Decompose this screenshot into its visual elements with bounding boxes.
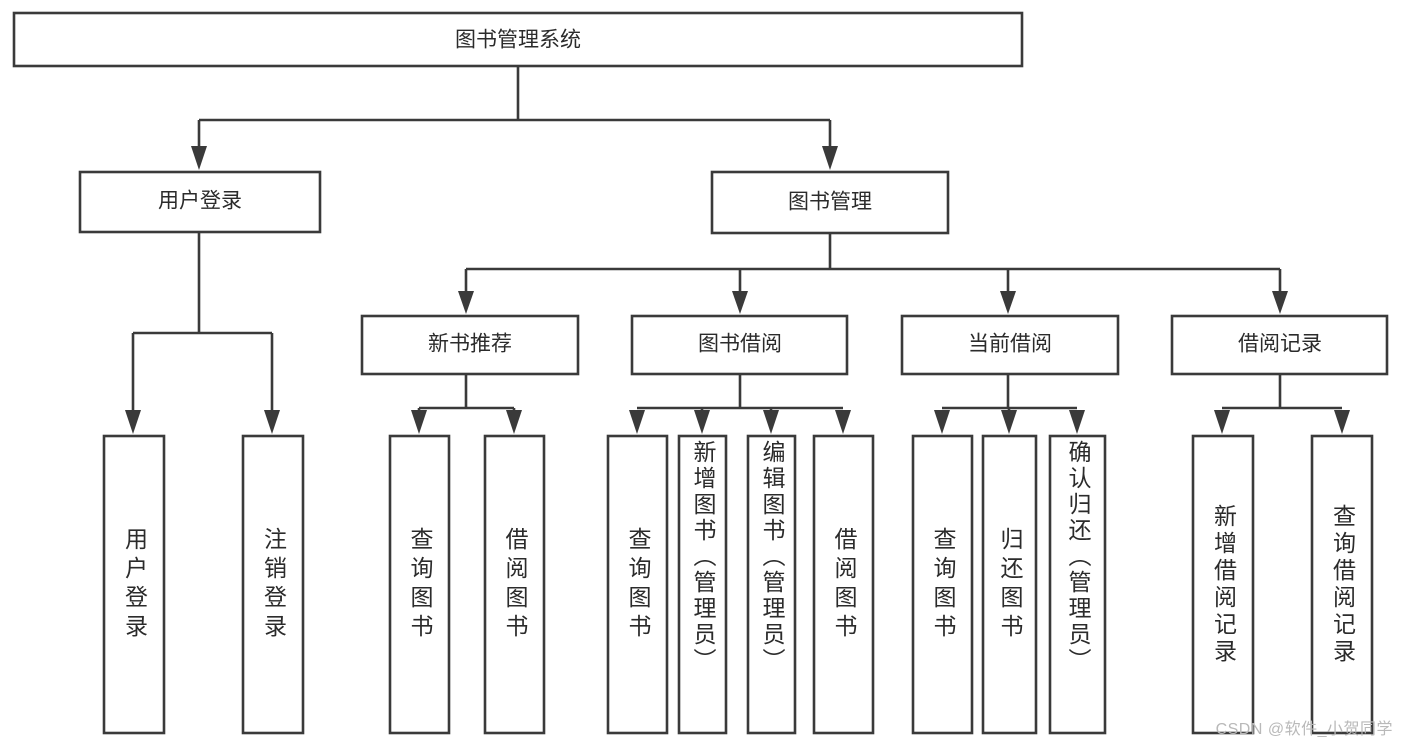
node-new-book-rec-box[interactable] <box>360 314 580 376</box>
leaf-query-book-3-box[interactable] <box>911 434 974 735</box>
node-user-login[interactable]: 用户登录 <box>78 170 322 234</box>
arrow-new-book-rec-leaf-2 <box>506 410 522 434</box>
leaf-query-book-1-box[interactable] <box>388 434 451 735</box>
node-new-book-rec-label: 新书推荐 <box>428 333 512 356</box>
connector-group-user-login <box>125 232 280 434</box>
leaf-add-record-box[interactable] <box>1191 434 1255 735</box>
arrow-current-borrow-leaf-1 <box>934 410 950 434</box>
node-current-borrow-label: 当前借阅 <box>968 333 1052 356</box>
node-user-login-box[interactable] <box>78 170 322 234</box>
node-current-borrow-box[interactable] <box>900 314 1120 376</box>
arrow-current-borrow-leaf-3 <box>1069 410 1085 434</box>
node-book-manage[interactable]: 图书管理 <box>710 170 950 235</box>
arrow-user-login-leaf-1 <box>125 410 141 434</box>
arrow-book-manage-to-borrow-record <box>1272 291 1288 314</box>
leaf-query-book-2-box[interactable] <box>606 434 669 735</box>
arrow-book-manage-to-new-book-rec <box>458 291 474 314</box>
connector-group-current-borrow <box>934 374 1085 434</box>
node-borrow-record-label: 借阅记录 <box>1238 333 1322 356</box>
leaf-user-logout-box[interactable] <box>241 434 305 735</box>
node-book-borrow-label: 图书借阅 <box>698 333 782 356</box>
node-root[interactable]: 图书管理系统 <box>12 11 1024 68</box>
arrow-book-borrow-leaf-3 <box>763 410 779 434</box>
arrow-borrow-record-leaf-1 <box>1214 410 1230 434</box>
arrow-book-manage-to-current-borrow <box>1000 291 1016 314</box>
leaf-return-book-box[interactable] <box>981 434 1038 735</box>
leaf-add-book-box[interactable] <box>677 434 728 735</box>
leaf-confirm-return-box[interactable] <box>1048 434 1107 735</box>
node-current-borrow[interactable]: 当前借阅 <box>900 314 1120 376</box>
node-borrow-record-box[interactable] <box>1170 314 1389 376</box>
connector-group-root <box>191 66 838 170</box>
leaf-edit-book-box[interactable] <box>746 434 797 735</box>
arrow-new-book-rec-leaf-1 <box>411 410 427 434</box>
leaf-borrow-book-1-box[interactable] <box>483 434 546 735</box>
arrow-current-borrow-leaf-2 <box>1001 410 1017 434</box>
arrow-borrow-record-leaf-2 <box>1334 410 1350 434</box>
arrow-user-login-leaf-2 <box>264 410 280 434</box>
connector-group-new-book-rec <box>411 374 522 434</box>
connector-group-book-manage <box>458 233 1288 314</box>
node-root-box[interactable] <box>12 11 1024 68</box>
arrow-root-to-book-manage <box>822 146 838 170</box>
node-book-manage-label: 图书管理 <box>788 191 872 214</box>
arrow-book-borrow-leaf-1 <box>629 410 645 434</box>
connector-group-borrow-record <box>1214 374 1350 434</box>
leaf-user-login-box[interactable] <box>102 434 166 735</box>
leaf-boxes <box>102 434 1374 735</box>
node-book-borrow-box[interactable] <box>630 314 849 376</box>
node-user-login-label: 用户登录 <box>158 190 242 213</box>
node-root-label: 图书管理系统 <box>455 29 581 52</box>
node-book-borrow[interactable]: 图书借阅 <box>630 314 849 376</box>
csdn-watermark: CSDN @软件_小贺同学 <box>1215 721 1393 738</box>
leaf-borrow-book-2-box[interactable] <box>812 434 875 735</box>
connector-group-book-borrow <box>629 374 851 434</box>
arrow-book-borrow-leaf-4 <box>835 410 851 434</box>
node-book-manage-box[interactable] <box>710 170 950 235</box>
arrow-book-manage-to-book-borrow <box>732 291 748 314</box>
arrow-root-to-user-login <box>191 146 207 170</box>
arrow-book-borrow-leaf-2 <box>694 410 710 434</box>
leaf-query-record-box[interactable] <box>1310 434 1374 735</box>
node-borrow-record[interactable]: 借阅记录 <box>1170 314 1389 376</box>
node-new-book-rec[interactable]: 新书推荐 <box>360 314 580 376</box>
